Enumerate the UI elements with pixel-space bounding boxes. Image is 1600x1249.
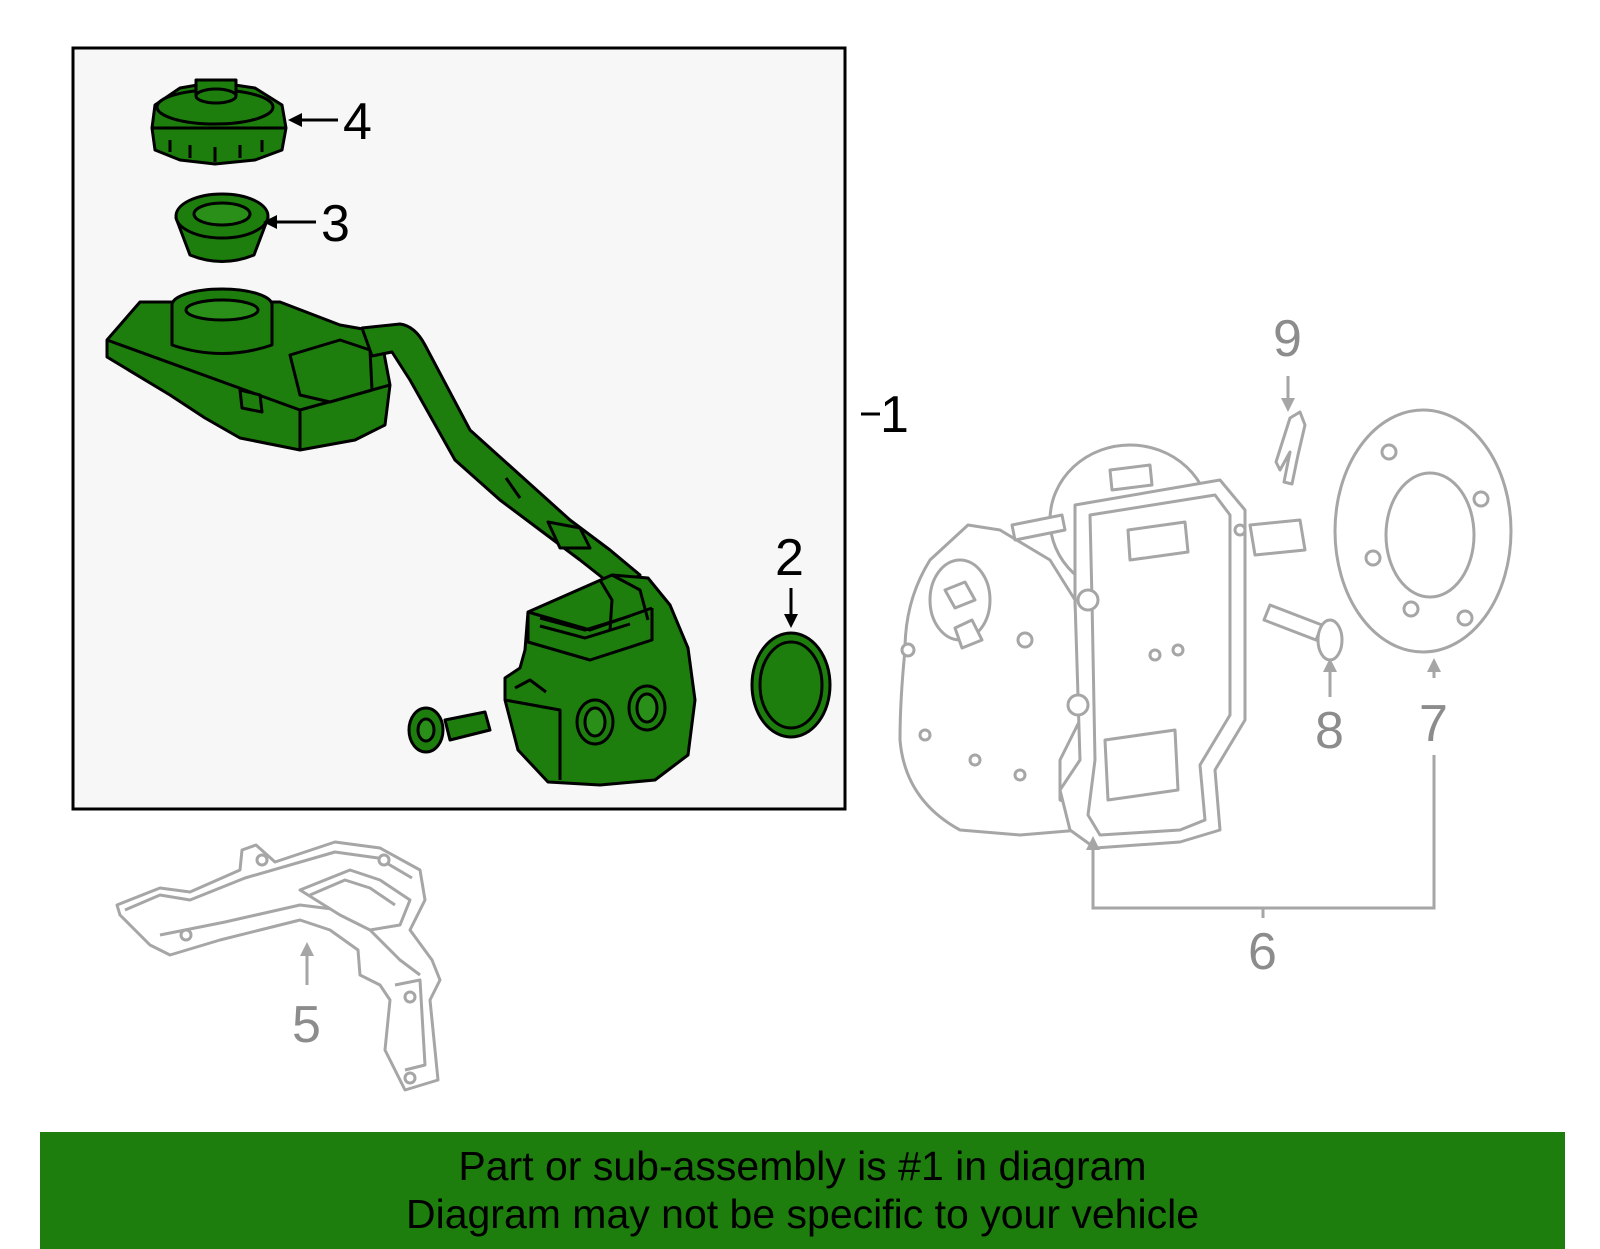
callout-9: 9 xyxy=(1273,310,1302,368)
filter-screen xyxy=(174,192,270,263)
dark-leader-lines xyxy=(275,118,880,616)
callout-4: 4 xyxy=(343,93,372,151)
booster-bolt xyxy=(1262,603,1344,662)
callout-2: 2 xyxy=(775,529,804,587)
master-cylinder-assembly xyxy=(105,287,697,787)
retaining-clip xyxy=(1274,410,1307,486)
callout-8: 8 xyxy=(1315,702,1344,760)
callout-1: 1 xyxy=(880,386,909,444)
reservoir-cap xyxy=(150,78,288,166)
disclaimer-banner: Part or sub-assembly is #1 in diagram Di… xyxy=(40,1132,1565,1249)
callout-3: 3 xyxy=(321,195,350,253)
mounting-bracket xyxy=(115,840,442,1092)
banner-line-1: Part or sub-assembly is #1 in diagram xyxy=(458,1143,1147,1189)
banner-line-2: Diagram may not be specific to your vehi… xyxy=(405,1191,1199,1237)
booster-gasket xyxy=(1333,408,1513,654)
callout-5: 5 xyxy=(292,996,321,1054)
brake-booster-module xyxy=(898,443,1307,850)
dark-arrowheads xyxy=(263,113,798,628)
cylinder-seal xyxy=(750,631,832,739)
callout-6: 6 xyxy=(1248,923,1277,981)
callout-7: 7 xyxy=(1419,695,1448,753)
gray-arrowheads xyxy=(300,398,1441,956)
